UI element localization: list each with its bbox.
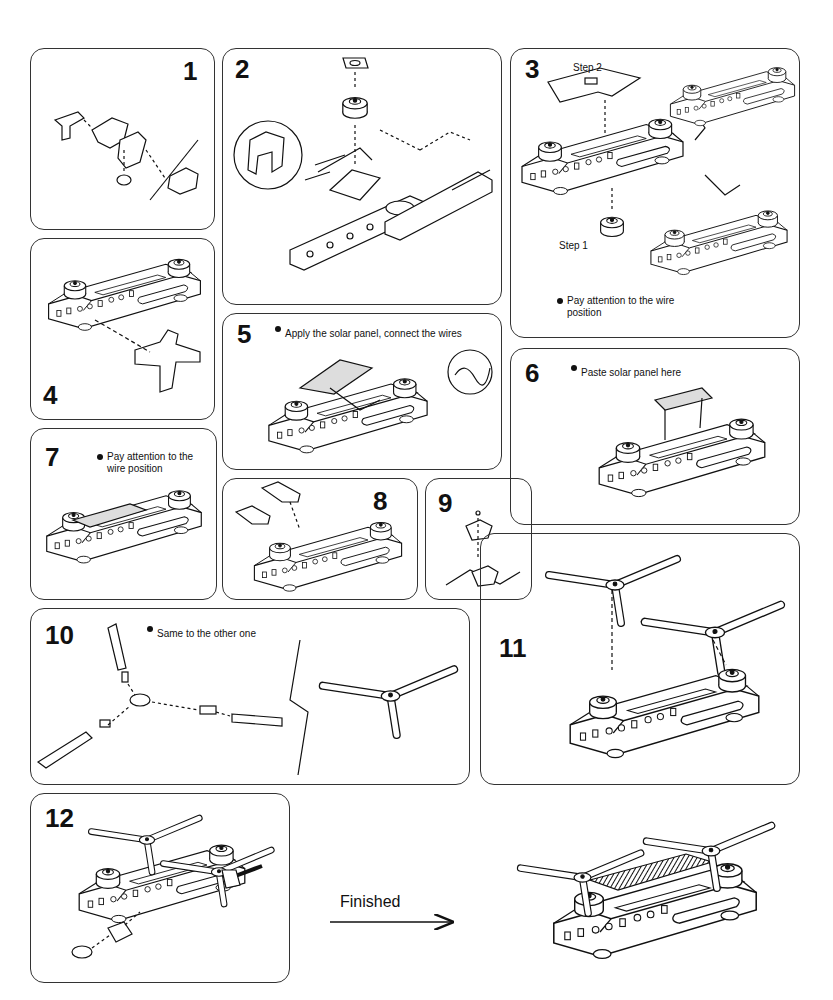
note-text: Paste solar panel here (581, 367, 681, 379)
bullet-dot (557, 298, 563, 304)
step-number: 3 (525, 55, 539, 83)
step-panel: 3 Step 2 Step 1 Pay attention to the wire p… (510, 48, 800, 338)
text-holder: 2 (235, 55, 249, 83)
step-panel: 11 (480, 533, 800, 785)
note-text: Same to the other one (157, 628, 256, 640)
step-number: 10 (45, 621, 74, 649)
bullet-dot (147, 626, 153, 632)
step-panel: 2 (222, 48, 502, 305)
step-number: 5 (237, 320, 251, 348)
text-holder: Step 2 (573, 57, 602, 75)
step-panel: 7 Pay attention to the wire position (30, 428, 217, 600)
note-text: Apply the solar panel, connect the wires (285, 328, 462, 340)
step-number: 4 (43, 381, 57, 409)
step-number: 11 (499, 634, 527, 662)
text-holder: 5 (237, 320, 251, 348)
text-holder: Pay attention to the wire position (567, 295, 687, 320)
step-panel: 8 (222, 478, 418, 600)
text-holder: 8 (373, 487, 387, 515)
text-holder: 7 (45, 443, 59, 471)
finished-label: Finished (340, 893, 400, 911)
step-panel: 12 (30, 793, 290, 983)
step-number: 1 (183, 57, 197, 85)
text-holder: Pay attention to the wire position (107, 451, 211, 476)
text-holder: 11 (499, 634, 527, 662)
text-holder: 3 (525, 55, 539, 83)
step-number: 8 (373, 487, 387, 515)
text-holder: Apply the solar panel, connect the wires (285, 323, 497, 341)
step-panel: 1 (30, 48, 215, 230)
text-holder: 12 (45, 804, 74, 832)
note-text: Step 1 (559, 240, 588, 252)
step-number: 2 (235, 55, 249, 83)
text-holder: Same to the other one (157, 623, 357, 641)
text-holder: 10 (45, 621, 74, 649)
step-panel: 9 (425, 478, 532, 600)
step-panel: 10 Same to the other one (30, 608, 470, 785)
bullet-dot (571, 365, 577, 371)
step-panel: 6 Paste solar panel here (510, 348, 800, 525)
step-number: 6 (525, 359, 539, 387)
bullet-dot (275, 326, 281, 332)
text-holder: 4 (43, 381, 57, 409)
step-number: 9 (438, 489, 452, 517)
step-number: 12 (45, 804, 74, 832)
bullet-dot (97, 454, 103, 460)
note-text: Pay attention to the wire position (107, 451, 211, 475)
step-panel: 5 Apply the solar panel, connect the wire… (222, 313, 502, 470)
text-holder: Paste solar panel here (581, 362, 781, 380)
text-holder: Step 1 (559, 235, 588, 253)
step-panel: 4 (30, 238, 215, 420)
note-text: Pay attention to the wire position (567, 295, 687, 319)
note-text: Step 2 (573, 62, 602, 74)
text-holder: 9 (438, 489, 452, 517)
step-number: 7 (45, 443, 59, 471)
text-holder: 6 (525, 359, 539, 387)
text-holder: 1 (183, 57, 197, 85)
